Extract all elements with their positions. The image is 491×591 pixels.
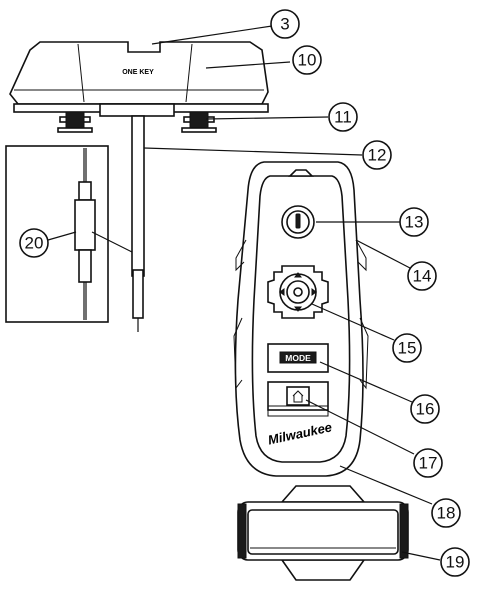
callout-15: 15 [392,333,422,363]
mode-button-label: MODE [285,353,311,363]
mounting-screw-left [57,111,93,133]
directional-pad[interactable] [267,265,329,319]
callout-15-number: 15 [398,339,417,358]
callout-12-number: 12 [368,146,387,165]
remote-end-view [237,485,409,581]
callout-12: 12 [362,140,392,170]
callout-20: 20 [19,228,77,258]
power-button[interactable] [281,205,315,239]
callout-14-number: 14 [413,267,432,286]
callout-13-number: 13 [405,213,424,232]
mounting-screw-right [181,111,217,133]
arrow-up-icon [294,272,302,278]
remote-control: MODE Milwaukee [233,161,369,477]
callout-17-number: 17 [419,454,438,473]
callout-19: 19 [440,547,470,577]
arrow-down-icon [294,306,302,312]
callout-3: 3 [270,9,300,39]
callout-16-number: 16 [416,400,435,419]
callout-14: 14 [407,261,437,291]
callout-11-number: 11 [334,108,352,127]
arrow-left-icon [279,288,285,296]
callout-16: 16 [410,394,440,424]
leader-lines [143,25,441,561]
callout-10: 10 [292,45,322,75]
callout-10-number: 10 [298,51,317,70]
callout-13: 13 [399,207,429,237]
probe-rod [131,115,145,332]
arrow-right-icon [311,288,317,296]
callout-11: 11 [328,102,358,132]
callout-3-number: 3 [280,15,289,34]
home-icon [292,390,304,403]
callout-17: 17 [413,448,443,478]
home-button[interactable] [267,381,329,417]
callout-18-number: 18 [437,504,456,523]
antenna-receiver: ONE KEY [9,41,269,332]
mode-button[interactable]: MODE [267,343,329,373]
antenna-brand-text: ONE KEY [122,69,154,76]
callout-20-number: 20 [25,234,44,253]
callout-18: 18 [431,498,461,528]
callout-19-number: 19 [446,553,465,572]
